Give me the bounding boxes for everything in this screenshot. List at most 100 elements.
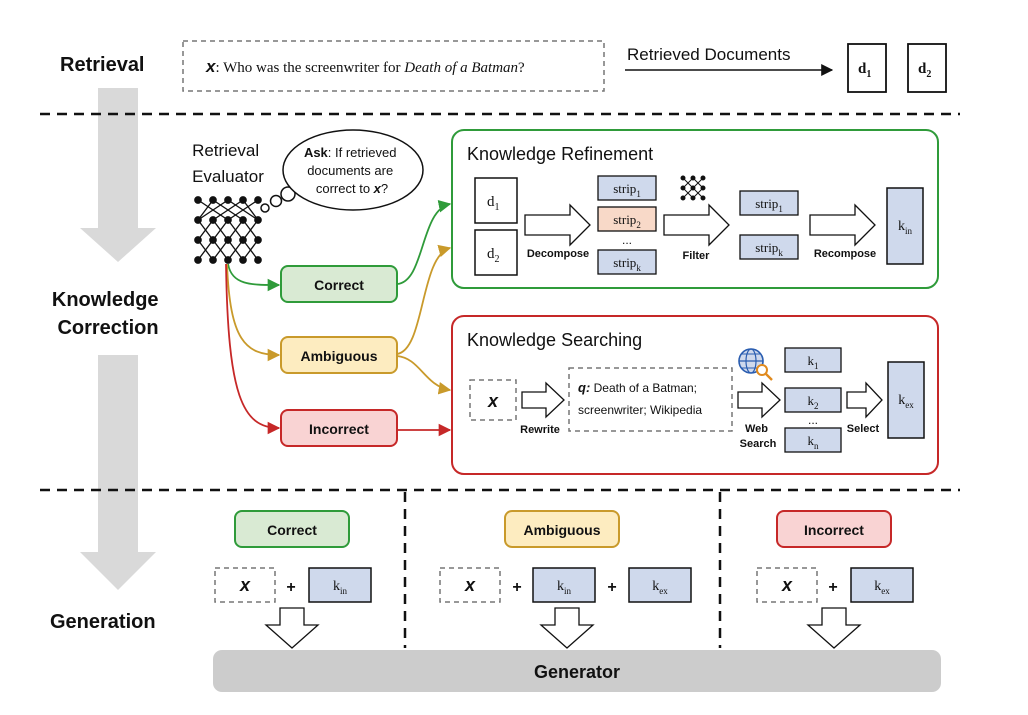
evaluator-label: Retrieval Evaluator xyxy=(192,141,264,186)
arrow-to-incorrect xyxy=(225,263,281,435)
arrow-ambiguous-to-refinement xyxy=(396,244,452,355)
correct-badge-label: Correct xyxy=(314,277,364,293)
k-in-box xyxy=(886,187,924,265)
retrieved-label: Retrieved Documents xyxy=(627,45,790,64)
kept-strip-k-label: stripk xyxy=(755,240,783,258)
search-k2-label: k2 xyxy=(808,393,819,411)
globe-search-icon xyxy=(738,348,773,381)
search-k2 xyxy=(784,387,842,413)
knowledge-refinement-title: Knowledge Refinement xyxy=(467,144,653,164)
gen-ambiguous-x: x xyxy=(464,575,476,595)
web-search-label: Web Search xyxy=(740,423,777,450)
refine-doc-d2-label: d2 xyxy=(487,246,500,265)
web-search-arrow xyxy=(737,381,781,419)
k-ex-box xyxy=(887,361,925,439)
gen-correct-kin-box xyxy=(308,567,372,603)
generator-label: Generator xyxy=(534,662,620,682)
recompose-arrow xyxy=(809,203,876,247)
k-in-label: kin xyxy=(898,219,913,236)
doc-d1-label: d1 xyxy=(858,61,871,80)
gen-correct-plus: + xyxy=(286,579,295,596)
gen-incorrect-down-arrow xyxy=(806,607,862,649)
strip-2 xyxy=(597,206,657,232)
gen-correct-badge xyxy=(234,510,350,548)
knowledge-searching-title: Knowledge Searching xyxy=(467,330,642,350)
query-text: x: Who was the screenwriter for Death of… xyxy=(205,57,525,76)
gen-incorrect-plus: + xyxy=(828,579,837,596)
refine-doc-d1 xyxy=(474,177,518,224)
rewritten-query-box xyxy=(568,367,733,432)
search-k1 xyxy=(784,347,842,373)
refine-doc-d1-label: d1 xyxy=(487,194,500,213)
filter-arrow xyxy=(663,203,730,247)
refine-doc-d2 xyxy=(474,229,518,276)
search-ellipsis: ... xyxy=(808,413,818,427)
ambiguous-badge xyxy=(280,336,398,374)
doc-d2-box xyxy=(907,43,947,93)
rewritten-query-text: q: Death of a Batman; screenwriter; Wiki… xyxy=(578,380,702,417)
select-arrow xyxy=(846,381,883,419)
gen-incorrect-badge xyxy=(776,510,892,548)
flow-arrow-top xyxy=(80,88,156,262)
arrow-to-ambiguous xyxy=(226,263,281,362)
incorrect-badge-label: Incorrect xyxy=(309,421,369,437)
doc-d1-box xyxy=(847,43,887,93)
arrow-correct-to-refinement xyxy=(396,200,452,285)
gen-ambiguous-badge xyxy=(504,510,620,548)
gen-correct-kin-label: kin xyxy=(333,579,348,596)
gen-correct-x-box xyxy=(214,567,276,603)
section-generation: Generation xyxy=(50,611,156,633)
gen-incorrect-kex-label: kex xyxy=(874,579,890,596)
doc-d2-label: d2 xyxy=(918,61,931,80)
strip-1 xyxy=(597,175,657,201)
search-query-x-label: x xyxy=(487,391,499,411)
k-ex-label: kex xyxy=(898,393,914,410)
gen-correct-down-arrow xyxy=(264,607,320,649)
strip-k-label: stripk xyxy=(613,255,641,273)
strip-ellipsis: ... xyxy=(622,233,632,247)
recompose-label: Recompose xyxy=(814,248,876,260)
search-kn xyxy=(784,427,842,453)
arrow-ambiguous-to-searching xyxy=(396,355,452,395)
search-k1-label: k1 xyxy=(808,353,819,371)
knowledge-refinement-panel xyxy=(451,129,939,289)
generator-bar xyxy=(213,650,941,692)
gen-incorrect-x: x xyxy=(781,575,793,595)
gen-incorrect-label: Incorrect xyxy=(804,522,864,538)
query-box xyxy=(182,40,605,92)
thought-text: Ask: If retrieved documents are correct … xyxy=(304,145,400,196)
evaluator-network-icon xyxy=(194,196,262,264)
gen-incorrect-kex-box xyxy=(850,567,914,603)
gen-ambiguous-plus-2: + xyxy=(607,579,616,596)
gen-ambiguous-kex-label: kex xyxy=(652,579,668,596)
kept-strip-k xyxy=(739,234,799,260)
strip-1-label: strip1 xyxy=(613,181,641,199)
arrow-to-correct xyxy=(227,263,281,292)
filter-label: Filter xyxy=(683,250,711,262)
incorrect-badge xyxy=(280,409,398,447)
strip-k xyxy=(597,249,657,275)
gen-ambiguous-label: Ambiguous xyxy=(524,522,601,538)
search-query-x-box xyxy=(469,379,517,421)
search-kn-label: kn xyxy=(808,433,820,451)
rewrite-arrow xyxy=(521,381,565,419)
gen-ambiguous-down-arrow xyxy=(539,607,595,649)
section-retrieval: Retrieval xyxy=(60,54,145,76)
gen-ambiguous-x-box xyxy=(439,567,501,603)
gen-correct-label: Correct xyxy=(267,522,317,538)
rewrite-label: Rewrite xyxy=(520,424,560,436)
gen-correct-x: x xyxy=(239,575,251,595)
ambiguous-badge-label: Ambiguous xyxy=(301,348,378,364)
gen-incorrect-x-box xyxy=(756,567,818,603)
strip-2-label: strip2 xyxy=(613,212,641,230)
gen-ambiguous-kex-box xyxy=(628,567,692,603)
flow-arrow-bottom xyxy=(80,355,156,590)
filter-network-icon xyxy=(680,175,706,201)
kept-strip-1 xyxy=(739,190,799,216)
section-knowledge-correction: Knowledge Correction xyxy=(52,289,164,339)
gen-ambiguous-plus-1: + xyxy=(512,579,521,596)
decompose-arrow xyxy=(524,203,591,247)
gen-ambiguous-kin-box xyxy=(532,567,596,603)
select-label: Select xyxy=(847,423,880,435)
